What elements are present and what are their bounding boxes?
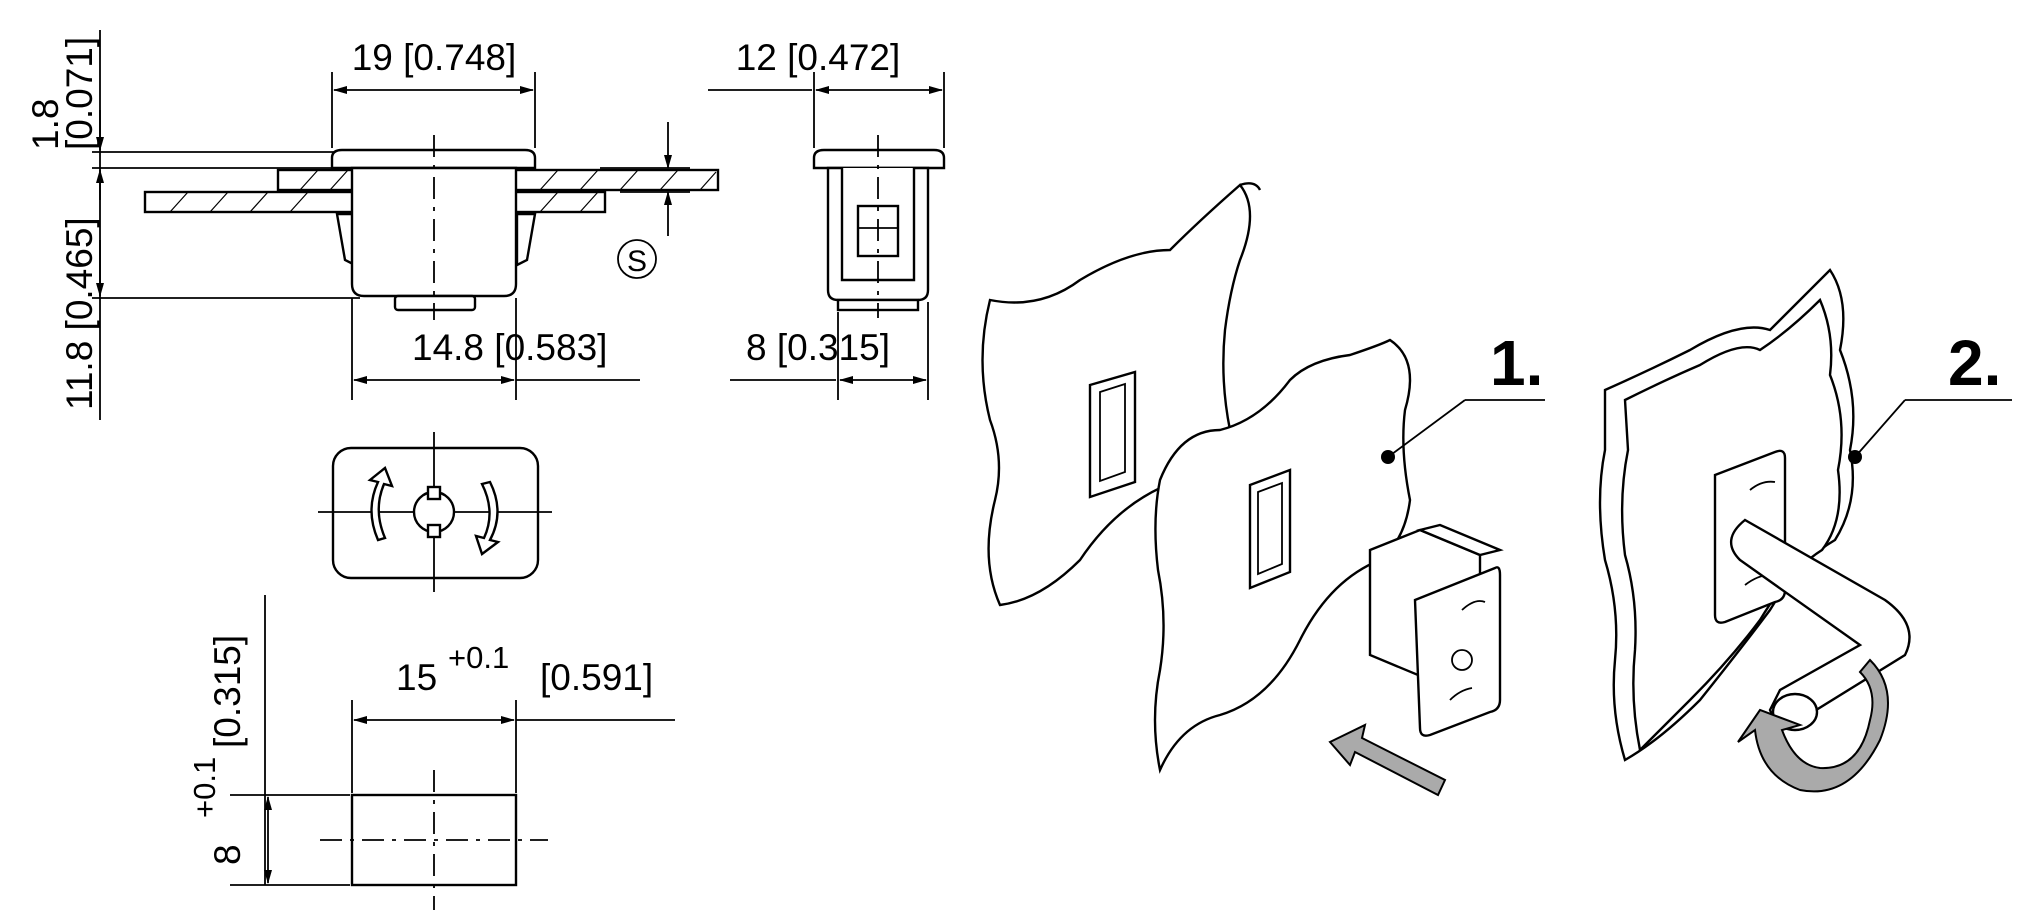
cutout-height-tolerance: +0.1	[187, 757, 222, 818]
installation-step-2: 2.	[1598, 268, 2012, 793]
front-section-view: S 19 [0.748] 14.8 [0.583] 1.8 [0.071] 11…	[25, 30, 720, 420]
push-arrow-icon	[1328, 723, 1447, 797]
top-height-dimension: 1.8	[25, 99, 66, 150]
installation-step-1: 1.	[981, 182, 1545, 797]
side-flange-dimension: 12 [0.472]	[736, 37, 901, 78]
rotate-arrows-icon	[367, 466, 501, 556]
cutout-width-inch-dimension: [0.591]	[540, 657, 653, 698]
cutout-height-inch-dimension: [0.315]	[207, 635, 248, 748]
top-view	[318, 432, 552, 592]
sheet-thickness-symbol: S	[627, 245, 647, 278]
panel-hatching	[169, 169, 717, 213]
side-body-dimension: 8 [0.315]	[746, 327, 890, 368]
top-height-inch-dimension: [0.071]	[59, 37, 100, 150]
cutout-width-tolerance: +0.1	[448, 640, 509, 675]
step-1-label: 1.	[1490, 327, 1543, 399]
body-width-dimension: 14.8 [0.583]	[412, 327, 607, 368]
panel-cutout-view: 15 +0.1 [0.591] 8 +0.1 [0.315]	[187, 595, 675, 910]
rotate-arrows-icon	[1449, 600, 1486, 701]
body-height-dimension: 11.8 [0.465]	[59, 217, 100, 410]
side-view: 12 [0.472] 8 [0.315]	[708, 37, 946, 400]
rotate-clockwise-arrow-icon	[1737, 658, 1889, 793]
flange-width-dimension: 19 [0.748]	[352, 37, 517, 78]
cutout-height-dimension: 8	[207, 844, 248, 865]
step-2-label: 2.	[1948, 327, 2001, 399]
cutout-width-dimension: 15	[396, 657, 437, 698]
